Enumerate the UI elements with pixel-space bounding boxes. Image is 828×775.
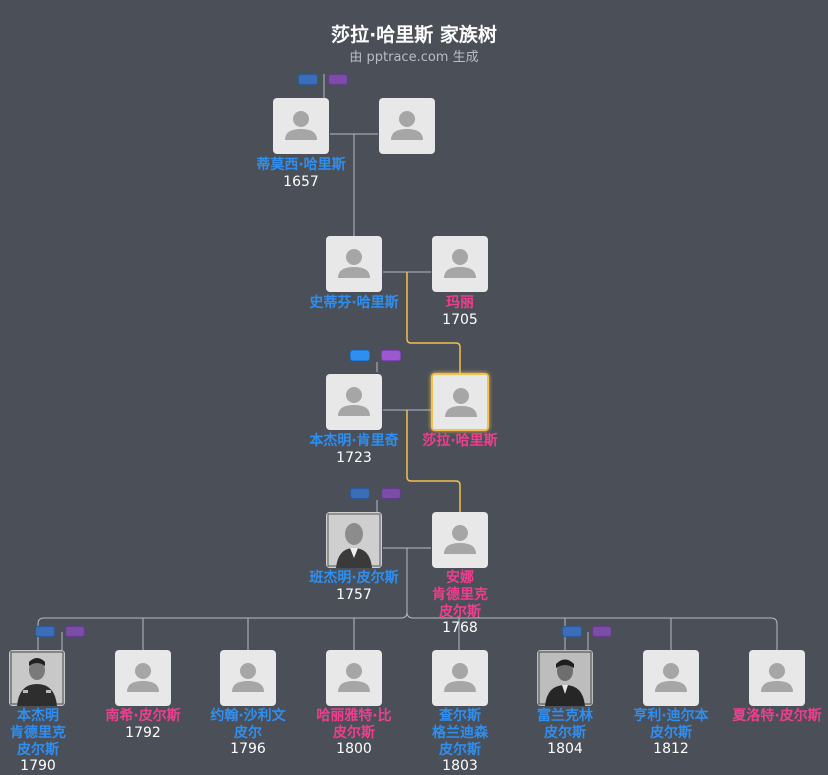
person-card-child[interactable] — [537, 650, 593, 706]
name-line: 本杰明 — [17, 708, 59, 724]
person-name[interactable]: 亨利·迪尔本 皮尔斯 — [611, 708, 731, 742]
person-name[interactable]: 本杰明·肯里奇 — [309, 433, 399, 449]
person-card-child[interactable] — [432, 650, 488, 706]
person-name[interactable]: 富兰克林 皮尔斯 — [505, 708, 625, 742]
person-name[interactable]: 安娜 肯德里克 皮尔斯 — [400, 570, 520, 621]
page-subtitle: 由 pptrace.com 生成 — [349, 50, 479, 65]
name-line: 哈丽雅特·比 — [316, 708, 392, 724]
person-name[interactable]: 约翰·沙利文 皮尔 — [188, 708, 308, 742]
name-line: 查尔斯 — [439, 708, 481, 724]
avatar-placeholder-icon — [655, 663, 687, 692]
person-name[interactable]: 史蒂芬·哈里斯 — [309, 295, 399, 311]
avatar-placeholder-icon — [761, 663, 793, 692]
name-line: 格兰迪森 — [432, 725, 488, 741]
person-name[interactable]: 夏洛特·皮尔斯 — [717, 708, 828, 725]
person-card-mary[interactable] — [432, 236, 488, 292]
avatar-placeholder-icon — [338, 387, 370, 416]
person-birth-year: 1800 — [336, 741, 372, 757]
person-card-child[interactable] — [220, 650, 276, 706]
avatar-placeholder-icon — [444, 249, 476, 278]
name-line: 皮尔斯 — [439, 742, 481, 758]
relation-tag-female[interactable] — [381, 488, 401, 499]
portrait-photo-icon — [9, 650, 65, 706]
name-line: 皮尔斯 — [439, 604, 481, 620]
person-birth-year: 1796 — [230, 741, 266, 757]
person-birth-year: 1804 — [547, 741, 583, 757]
portrait-photo-icon — [326, 512, 382, 568]
person-card-child[interactable] — [326, 650, 382, 706]
person-birth-year: 1803 — [442, 758, 478, 774]
relation-tag-female[interactable] — [592, 626, 612, 637]
person-card-timothy-spouse[interactable] — [379, 98, 435, 154]
name-line: 肯德里克 — [432, 587, 488, 603]
person-name[interactable]: 蒂莫西·哈里斯 — [256, 157, 346, 173]
name-line: 富兰克林 — [537, 708, 593, 724]
avatar-placeholder-icon — [338, 249, 370, 278]
person-name[interactable]: 南希·皮尔斯 — [83, 708, 203, 725]
name-line: 亨利·迪尔本 — [633, 708, 709, 724]
person-birth-year: 1768 — [442, 620, 478, 636]
person-card-anna[interactable] — [432, 512, 488, 568]
person-name[interactable]: 莎拉·哈里斯 — [422, 433, 498, 449]
name-line: 皮尔斯 — [333, 725, 375, 741]
relation-tag-male[interactable] — [350, 350, 370, 361]
avatar-placeholder-icon — [232, 663, 264, 692]
name-line: 皮尔斯 — [650, 725, 692, 741]
person-name[interactable]: 查尔斯 格兰迪森 皮尔斯 — [400, 708, 520, 759]
name-line: 南希·皮尔斯 — [105, 708, 181, 724]
name-line: 皮尔 — [234, 725, 262, 741]
relation-tag-female[interactable] — [328, 74, 348, 85]
person-card-benjamin-pierce[interactable] — [326, 512, 382, 568]
person-card-child[interactable] — [643, 650, 699, 706]
name-line: 皮尔斯 — [544, 725, 586, 741]
relation-tag-female[interactable] — [381, 350, 401, 361]
person-birth-year: 1812 — [653, 741, 689, 757]
name-line: 约翰·沙利文 — [210, 708, 286, 724]
portrait-photo-icon — [537, 650, 593, 706]
person-name[interactable]: 玛丽 — [446, 295, 474, 311]
relation-tag-female[interactable] — [65, 626, 85, 637]
person-card-timothy[interactable] — [273, 98, 329, 154]
name-line: 皮尔斯 — [17, 742, 59, 758]
avatar-placeholder-icon — [444, 663, 476, 692]
person-birth-year: 1792 — [125, 725, 161, 741]
name-line: 肯德里克 — [10, 725, 66, 741]
name-line: 安娜 — [446, 570, 474, 586]
person-birth-year: 1790 — [20, 758, 56, 774]
avatar-placeholder-icon — [444, 525, 476, 554]
person-card-sarah-focus[interactable] — [431, 373, 489, 431]
relation-tag-male[interactable] — [350, 488, 370, 499]
relation-tag-male[interactable] — [35, 626, 55, 637]
person-birth-year: 1657 — [283, 174, 319, 190]
page-title: 莎拉·哈里斯 家族树 — [331, 24, 497, 46]
relation-tag-male[interactable] — [562, 626, 582, 637]
person-name[interactable]: 班杰明·皮尔斯 — [309, 570, 399, 586]
person-name[interactable]: 本杰明 肯德里克 皮尔斯 — [0, 708, 98, 759]
person-card-stephen[interactable] — [326, 236, 382, 292]
relation-tag-male[interactable] — [298, 74, 318, 85]
person-birth-year: 1723 — [336, 450, 372, 466]
person-birth-year: 1757 — [336, 587, 372, 603]
person-card-child[interactable] — [749, 650, 805, 706]
person-card-child[interactable] — [9, 650, 65, 706]
person-birth-year: 1705 — [442, 312, 478, 328]
name-line: 夏洛特·皮尔斯 — [732, 708, 822, 724]
avatar-placeholder-icon — [391, 111, 423, 140]
person-card-benjamin-kenrick[interactable] — [326, 374, 382, 430]
avatar-placeholder-icon — [285, 111, 317, 140]
person-name[interactable]: 哈丽雅特·比 皮尔斯 — [294, 708, 414, 742]
person-card-child[interactable] — [115, 650, 171, 706]
avatar-placeholder-icon — [445, 388, 477, 417]
avatar-placeholder-icon — [338, 663, 370, 692]
avatar-placeholder-icon — [127, 663, 159, 692]
